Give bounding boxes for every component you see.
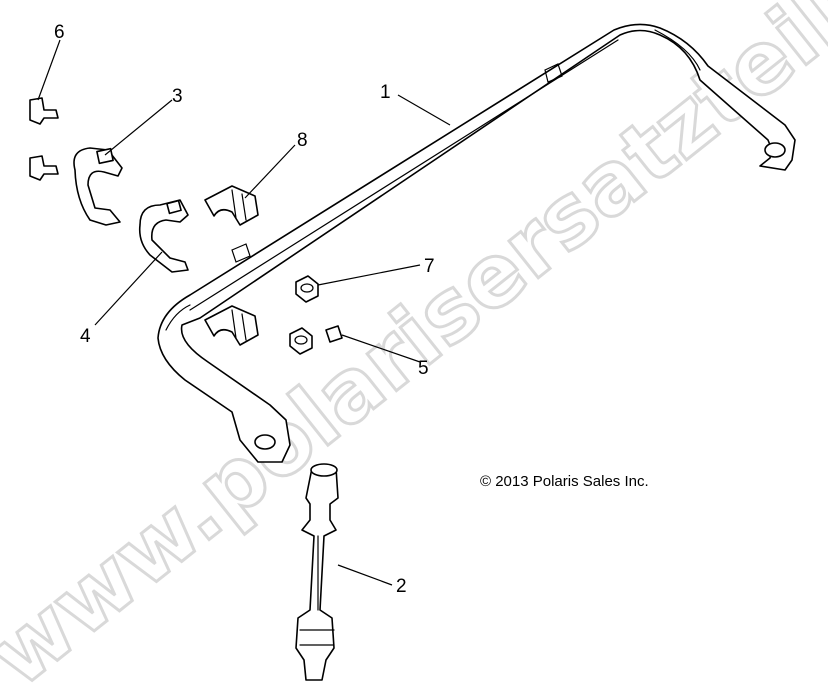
leader-2	[337, 564, 393, 586]
leader-1	[397, 94, 451, 126]
leader-3	[104, 99, 173, 156]
callout-5: 5	[418, 358, 429, 379]
leader-4	[94, 251, 163, 326]
callout-3: 3	[172, 86, 183, 107]
grease-fitting	[325, 325, 343, 343]
leader-8	[244, 144, 296, 199]
nut-upper	[295, 275, 319, 303]
leader-lines	[37, 39, 451, 586]
bushing-lower	[204, 305, 259, 346]
clamp-upper	[73, 147, 123, 226]
callout-4: 4	[80, 326, 91, 347]
leader-6	[37, 39, 61, 101]
nut-lower	[289, 327, 313, 355]
leader-5	[341, 334, 421, 363]
bolt-upper	[29, 97, 59, 125]
callout-1: 1	[380, 82, 391, 103]
callout-6: 6	[54, 22, 65, 43]
leader-7	[317, 264, 421, 286]
callout-7: 7	[424, 256, 435, 277]
stabilizer-bar	[157, 23, 796, 463]
bolt-lower	[29, 155, 59, 181]
copyright-text: © 2013 Polaris Sales Inc.	[480, 473, 649, 490]
callout-labels: 1 2 3 4 5 6 7 8	[54, 22, 435, 597]
link-rod	[295, 463, 339, 681]
bushing-upper	[204, 185, 259, 226]
callout-2: 2	[396, 576, 407, 597]
callout-8: 8	[297, 130, 308, 151]
clamp-lower	[138, 199, 189, 273]
